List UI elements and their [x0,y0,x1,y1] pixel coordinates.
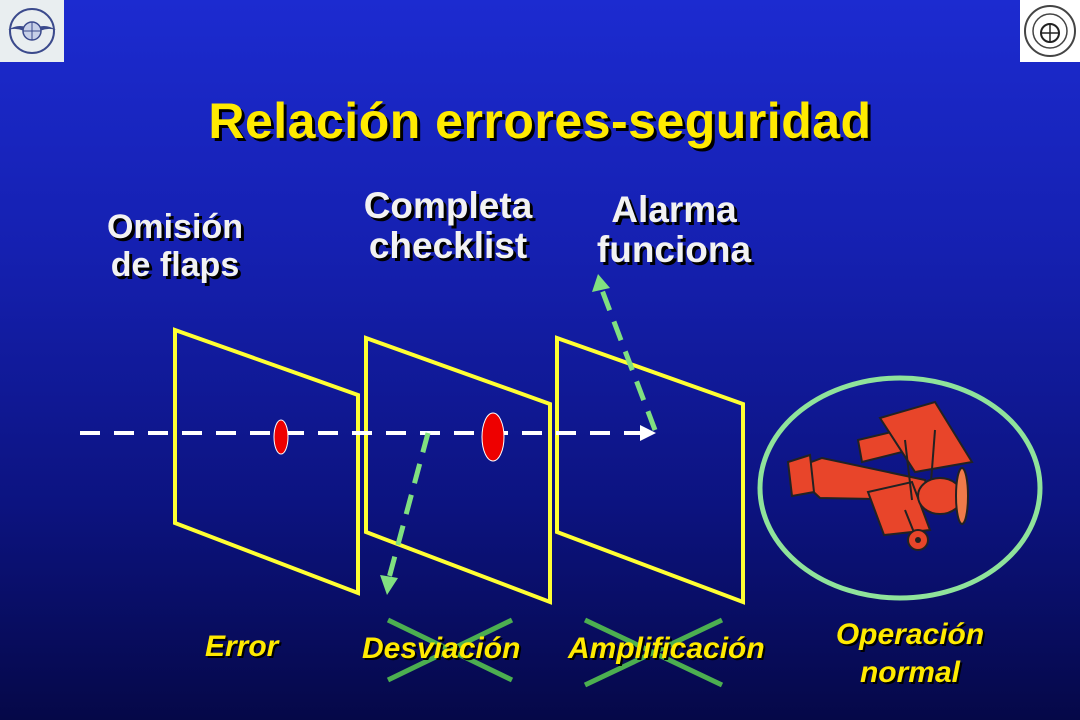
label-omision-line1: Omisión [106,208,244,246]
label-omision-flaps: Omisión de flaps [70,208,280,284]
label-alarma-line1: Alarma [611,189,737,230]
cross-amplificacion [583,617,724,688]
slide-title: Relación errores-seguridad [208,93,872,149]
biplane-icon [786,400,974,551]
normal-operation-ellipse [757,375,1043,601]
deflection-arrowhead-down [380,575,398,595]
label-completa-line2: checklist [368,225,528,266]
apla-logo [1020,0,1080,62]
barrier-panel-3 [555,335,745,605]
label-alarma-line2: funciona [596,229,752,270]
stage-label-operacion-normal: Operación normal [820,616,1000,692]
barrier-panel-1 [173,327,360,596]
label-alarma-funciona: Alarma funciona [560,190,788,270]
barrier-panel-2 [364,335,552,605]
label-completa-line1: Completa [363,185,533,226]
operacion-line1: Operación [835,618,985,651]
deflection-arrowhead-up [592,274,610,292]
stage-label-amplificacion: Amplificación [568,632,765,665]
stage-label-desviacion: Desviación [362,632,521,665]
label-completa-checklist: Completa checklist [320,186,576,266]
error-hole-2 [481,412,505,462]
trajectory-arrowhead [640,425,656,441]
label-omision-line2: de flaps [110,246,240,284]
operacion-line2: normal [859,656,961,689]
deflection-arrow-up [599,289,658,431]
cross-desviacion [386,617,514,683]
error-hole-1 [273,419,289,455]
icao-logo [0,0,64,62]
stage-label-error: Error [205,630,279,663]
deflection-arrow-down [386,432,431,579]
